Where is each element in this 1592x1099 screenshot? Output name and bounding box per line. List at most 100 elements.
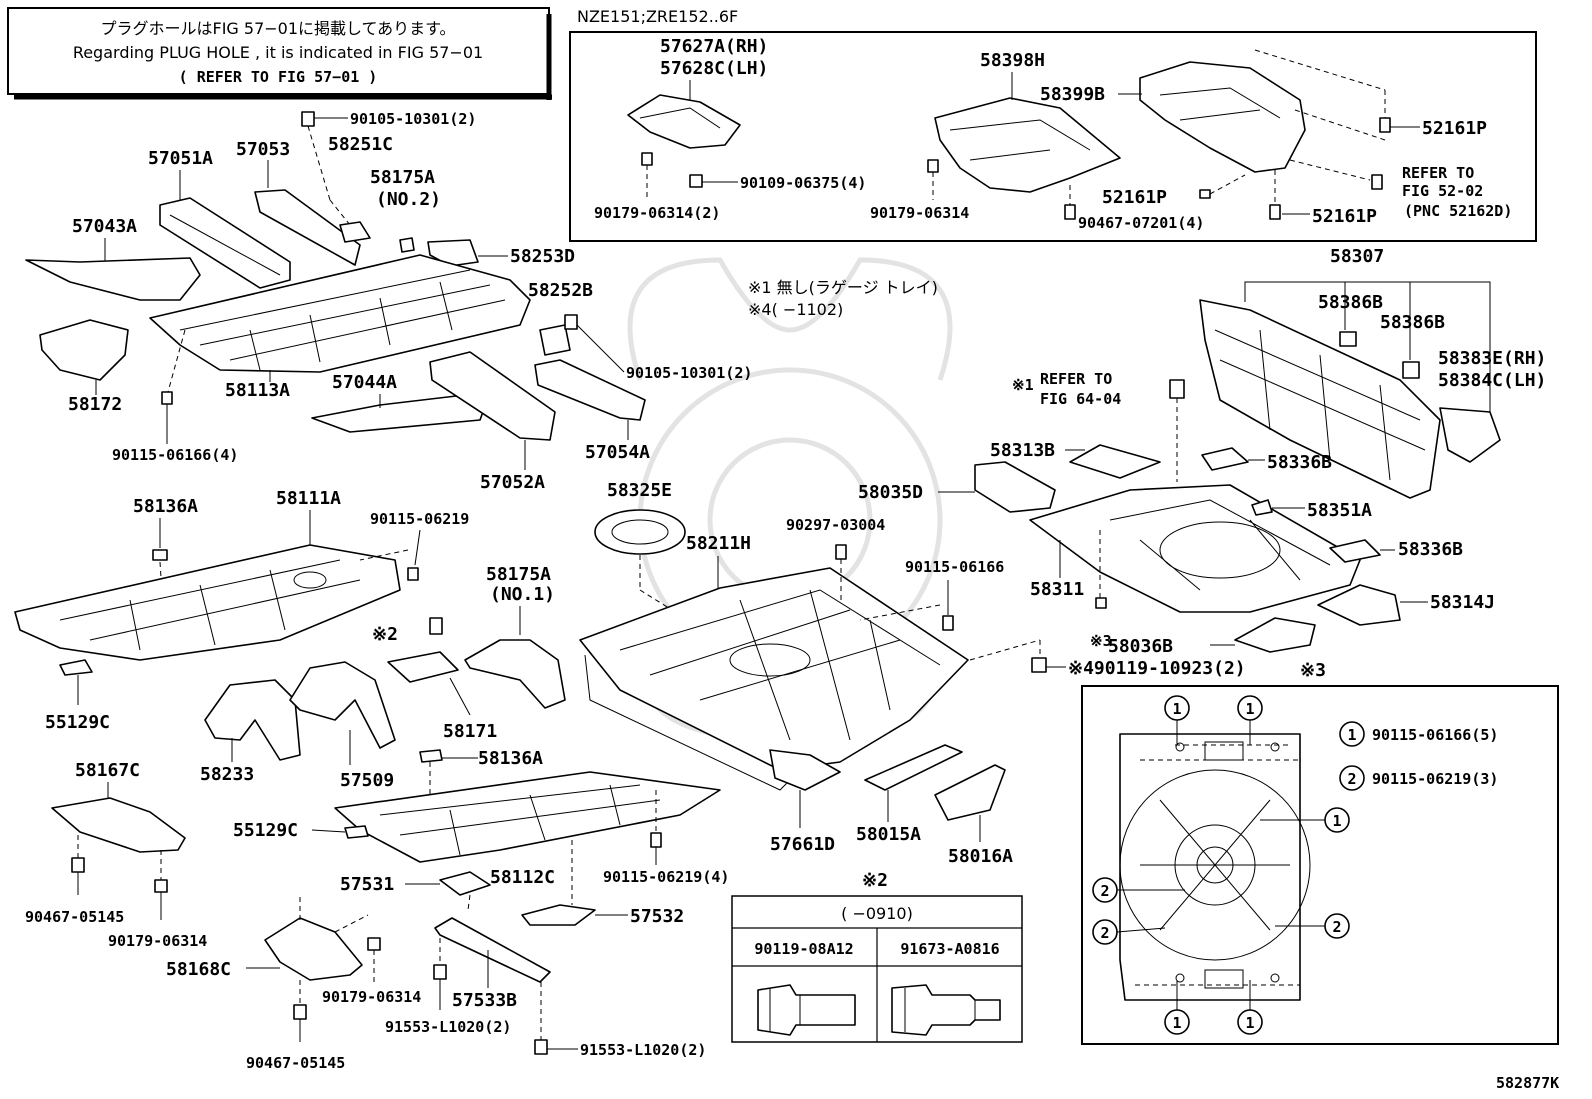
label-90115-06166-b[interactable]: 90115-06166 xyxy=(905,558,1004,576)
part-shape-58314j xyxy=(1317,584,1401,626)
label-58036b[interactable]: 58036B xyxy=(1108,636,1173,657)
label-58111a[interactable]: 58111A xyxy=(276,488,341,509)
label-55129c-a[interactable]: 55129C xyxy=(45,712,110,733)
label-90467-05145-a[interactable]: 90467-05145 xyxy=(25,908,124,926)
part-shape-58313b xyxy=(1069,444,1161,479)
label-90105-10301-b[interactable]: 90105-10301(2) xyxy=(626,364,752,382)
label-58172[interactable]: 58172 xyxy=(68,394,122,415)
label-58175a-no2[interactable]: 58175A xyxy=(370,167,435,188)
label-58113a[interactable]: 58113A xyxy=(225,380,290,401)
label-57628c[interactable]: 57628C(LH) xyxy=(660,58,768,79)
label-58175a-no2-b[interactable]: (NO.2) xyxy=(376,189,441,210)
label-91553-l1020-a[interactable]: 91553-L1020(2) xyxy=(385,1018,511,1036)
label-90105-10301-a[interactable]: 90105-10301(2) xyxy=(350,110,476,128)
label-58016a[interactable]: 58016A xyxy=(948,846,1013,867)
label-57054a[interactable]: 57054A xyxy=(585,442,650,463)
label-52161p-a[interactable]: 52161P xyxy=(1422,118,1487,139)
label-58399b[interactable]: 58399B xyxy=(1040,84,1105,105)
label-57661d[interactable]: 57661D xyxy=(770,834,835,855)
label-58136a-a[interactable]: 58136A xyxy=(133,496,198,517)
mark-1: ※1 xyxy=(1012,376,1034,394)
label-58167c[interactable]: 58167C xyxy=(75,760,140,781)
label-90115-06219-a[interactable]: 90115-06219 xyxy=(370,510,469,528)
label-58384c[interactable]: 58384C(LH) xyxy=(1438,370,1546,391)
part-shape-58113a xyxy=(149,254,531,373)
part-shape-58035d xyxy=(974,461,1056,513)
label-58383e[interactable]: 58383E(RH) xyxy=(1438,348,1546,369)
callout-1-top-left: 1 xyxy=(1172,700,1181,718)
label-90109-06375[interactable]: 90109-06375(4) xyxy=(740,174,866,192)
label-58136a-b[interactable]: 58136A xyxy=(478,748,543,769)
label-58171[interactable]: 58171 xyxy=(443,721,497,742)
legend-1-part[interactable]: 90115-06166(5) xyxy=(1372,726,1498,744)
label-57509[interactable]: 57509 xyxy=(340,770,394,791)
label-58386b-a[interactable]: 58386B xyxy=(1318,292,1383,313)
label-57044a[interactable]: 57044A xyxy=(332,372,397,393)
label-90115-06166-4[interactable]: 90115-06166(4) xyxy=(112,446,238,464)
label-90467-05145-b[interactable]: 90467-05145 xyxy=(246,1054,345,1072)
label-58211h[interactable]: 58211H xyxy=(686,533,751,554)
part-shape-57627a xyxy=(627,94,741,149)
label-58035d[interactable]: 58035D xyxy=(858,482,923,503)
model-variant-box: NZE151;ZRE152..6F 57627A(RH) 57628C(LH) … xyxy=(569,7,1537,242)
label-57533b[interactable]: 57533B xyxy=(452,990,517,1011)
label-58015a[interactable]: 58015A xyxy=(856,824,921,845)
label-58252b[interactable]: 58252B xyxy=(528,280,593,301)
part-shape-57052a xyxy=(429,351,556,441)
label-58168c[interactable]: 58168C xyxy=(166,959,231,980)
label-57043a[interactable]: 57043A xyxy=(72,216,137,237)
bolt-variant-table: ※2 ( −0910) 90119-08A12 91673-A0816 xyxy=(731,870,1023,1043)
refer-fig-64-04-line2[interactable]: FIG 64-04 xyxy=(1040,390,1121,408)
label-58336b-b[interactable]: 58336B xyxy=(1398,539,1463,560)
detail-mark: ※3 xyxy=(1300,660,1326,681)
label-58112c[interactable]: 58112C xyxy=(490,867,555,888)
label-58336b-a[interactable]: 58336B xyxy=(1267,452,1332,473)
label-90467-07201[interactable]: 90467-07201(4) xyxy=(1078,214,1204,232)
label-57531[interactable]: 57531 xyxy=(340,874,394,895)
label-58233[interactable]: 58233 xyxy=(200,764,254,785)
label-58386b-b[interactable]: 58386B xyxy=(1380,312,1445,333)
refer-fig-52-02-line2[interactable]: FIG 52-02 xyxy=(1402,182,1483,200)
bolt-icon-91673 xyxy=(891,984,1001,1036)
front-floor-group: 90105-10301(2) 57051A 57053 58251C 58175… xyxy=(25,110,752,493)
mark-3a: ※3 xyxy=(1090,632,1112,650)
label-90179-06314-c[interactable]: 90179-06314 xyxy=(322,988,421,1006)
label-90179-06314-2[interactable]: 90179-06314(2) xyxy=(594,204,720,222)
part-shape-58112c xyxy=(334,771,721,863)
label-57627a[interactable]: 57627A(RH) xyxy=(660,36,768,57)
label-57052a[interactable]: 57052A xyxy=(480,472,545,493)
label-58314j[interactable]: 58314J xyxy=(1430,592,1495,613)
label-58253d[interactable]: 58253D xyxy=(510,246,575,267)
label-58175a-no1[interactable]: 58175A xyxy=(486,564,551,585)
label-57051a[interactable]: 57051A xyxy=(148,148,213,169)
part-shape-58015a xyxy=(864,744,963,791)
table-col-2[interactable]: 91673-A0816 xyxy=(900,940,999,958)
detail-view-3: ※3 1 1 1 1 1 2 2 xyxy=(1081,660,1559,1045)
label-58325e[interactable]: 58325E xyxy=(607,480,672,501)
label-52161p-c[interactable]: 52161P xyxy=(1312,206,1377,227)
label-57053[interactable]: 57053 xyxy=(236,139,290,160)
label-58351a[interactable]: 58351A xyxy=(1307,500,1372,521)
part-shape-58383e xyxy=(1439,407,1501,463)
label-91553-l1020-b[interactable]: 91553-L1020(2) xyxy=(580,1041,706,1059)
label-52161p-b[interactable]: 52161P xyxy=(1102,187,1167,208)
refer-fig-52-02-line1[interactable]: REFER TO xyxy=(1402,164,1474,182)
table-col-1[interactable]: 90119-08A12 xyxy=(754,940,853,958)
label-90119-10923[interactable]: ※490119-10923(2) xyxy=(1068,658,1246,679)
diagram-id: 582877K xyxy=(1496,1074,1559,1092)
label-58311[interactable]: 58311 xyxy=(1030,579,1084,600)
refer-fig-64-04-line1[interactable]: REFER TO xyxy=(1040,370,1112,388)
refer-fig-52-02-line3[interactable]: (PNC 52162D) xyxy=(1404,202,1512,220)
label-58175a-no1-b[interactable]: (NO.1) xyxy=(490,584,555,605)
label-58313b[interactable]: 58313B xyxy=(990,440,1055,461)
legend-2-part[interactable]: 90115-06219(3) xyxy=(1372,770,1498,788)
label-58398h[interactable]: 58398H xyxy=(980,50,1045,71)
label-90179-06314-b[interactable]: 90179-06314 xyxy=(108,932,207,950)
label-57532[interactable]: 57532 xyxy=(630,906,684,927)
label-90115-06219-4[interactable]: 90115-06219(4) xyxy=(603,868,729,886)
label-90297-03004[interactable]: 90297-03004 xyxy=(786,516,885,534)
label-58307[interactable]: 58307 xyxy=(1330,246,1384,267)
label-90179-06314-a[interactable]: 90179-06314 xyxy=(870,204,969,222)
label-58251c[interactable]: 58251C xyxy=(328,134,393,155)
label-55129c-b[interactable]: 55129C xyxy=(233,820,298,841)
